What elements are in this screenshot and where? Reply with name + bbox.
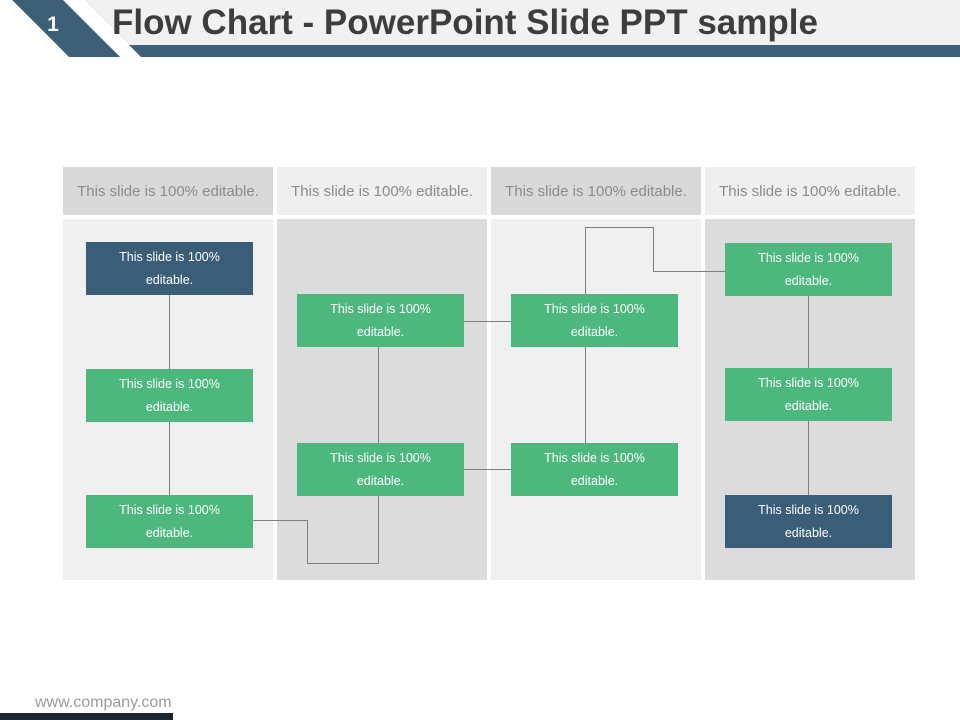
accent-bar [0, 45, 960, 57]
flow-node-col3-2[interactable]: This slide is 100% editable. [511, 443, 678, 496]
flow-node-col2-2[interactable]: This slide is 100% editable. [297, 443, 464, 496]
column-header-2: This slide is 100% editable. [277, 167, 487, 215]
flow-node-col4-3[interactable]: This slide is 100% editable. [725, 495, 892, 548]
flow-node-col3-1[interactable]: This slide is 100% editable. [511, 294, 678, 347]
flow-node-col4-1[interactable]: This slide is 100% editable. [725, 243, 892, 296]
column-header-1: This slide is 100% editable. [63, 167, 273, 215]
flow-node-col1-3[interactable]: This slide is 100% editable. [86, 495, 253, 548]
column-header-3: This slide is 100% editable. [491, 167, 701, 215]
flow-node-col2-1[interactable]: This slide is 100% editable. [297, 294, 464, 347]
column-body-3 [491, 219, 701, 580]
footer-url: www.company.com [35, 694, 172, 711]
slide-title: Flow Chart - PowerPoint Slide PPT sample [112, 3, 818, 42]
column-body-2 [277, 219, 487, 580]
title-band [0, 0, 960, 45]
footer-bar [0, 713, 173, 720]
page-number: 1 [47, 13, 59, 36]
column-header-4: This slide is 100% editable. [705, 167, 915, 215]
flow-node-col4-2[interactable]: This slide is 100% editable. [725, 368, 892, 421]
flow-node-col1-2[interactable]: This slide is 100% editable. [86, 369, 253, 422]
flow-node-col1-1[interactable]: This slide is 100% editable. [86, 242, 253, 295]
